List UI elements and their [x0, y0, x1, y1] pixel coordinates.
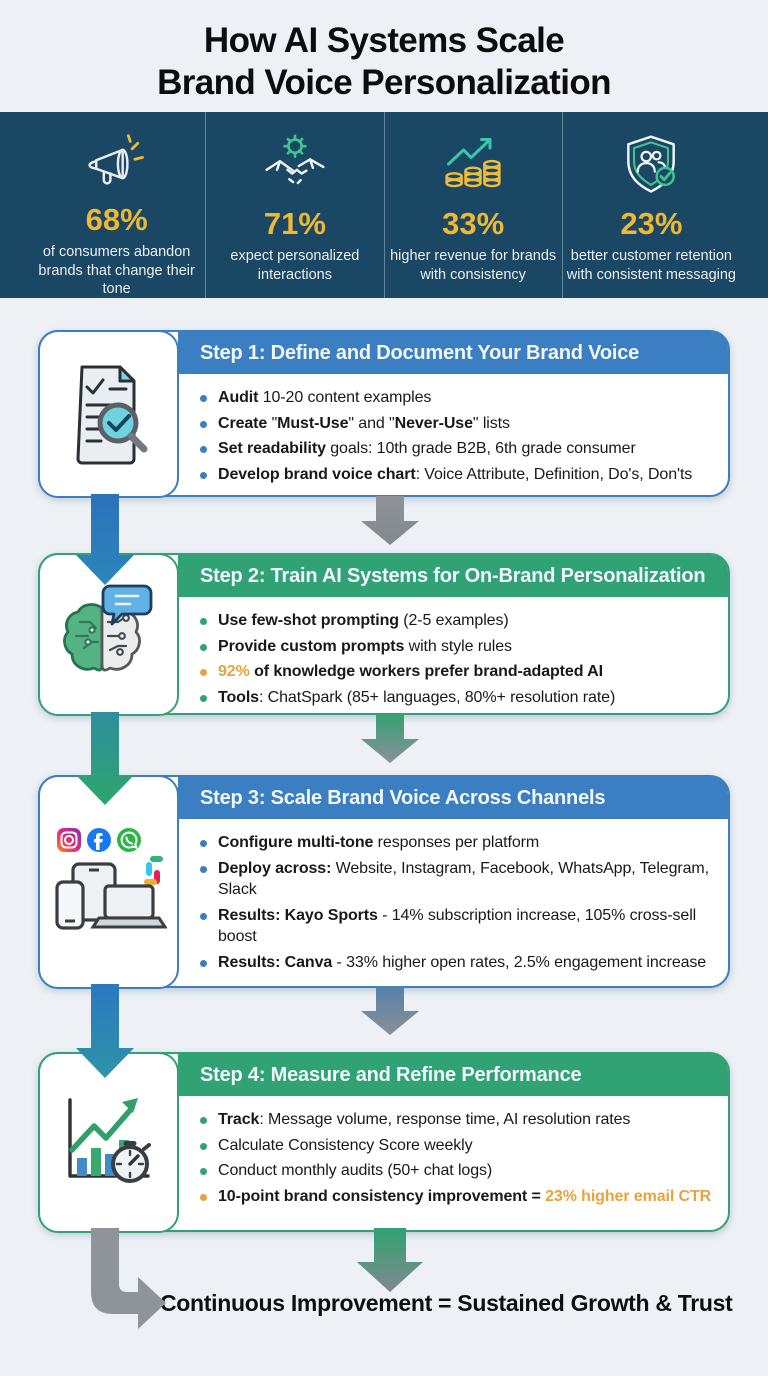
footer-conclusion: Continuous Improvement = Sustained Growt… — [160, 1290, 733, 1316]
document-audit-icon — [76, 365, 148, 464]
stat-value: 33% — [442, 206, 505, 241]
bullet-item: Use few-shot prompting (2-5 examples) — [200, 610, 712, 632]
stat-consumers: 68% of consumers abandon brands that cha… — [28, 112, 205, 298]
step-4-title: Step 4: Measure and Refine Performance — [200, 1063, 582, 1086]
stat-retention: 23% better customer retention with consi… — [561, 112, 740, 298]
slack-icon — [144, 855, 163, 885]
phone-icon — [55, 879, 85, 930]
step-2-title: Step 2: Train AI Systems for On-Brand Pe… — [200, 564, 706, 587]
bullet-item: Conduct monthly audits (50+ chat logs) — [200, 1160, 712, 1182]
arrow-step3-to-step4-mid — [361, 986, 419, 1035]
bullet-item: Calculate Consistency Score weekly — [200, 1135, 712, 1157]
bullet-item: Track: Message volume, response time, AI… — [200, 1109, 712, 1131]
shield-retention-icon — [617, 130, 685, 202]
bullet-item: Results: Kayo Sports - 14% subscription … — [200, 905, 712, 948]
page-title: How AI Systems Scale Brand Voice Persona… — [0, 20, 768, 104]
stat-value: 68% — [85, 202, 148, 237]
step-2-body: Use few-shot prompting (2-5 examples) Pr… — [178, 597, 728, 720]
stat-label: better customer retention with consisten… — [566, 248, 736, 283]
arrow-step4-to-footer-elbow — [91, 1228, 166, 1329]
bullet-item: Audit 10-20 content examples — [200, 387, 712, 409]
stat-label: of consumers abandon brands that change … — [38, 244, 195, 297]
step-3-body: Configure multi-tone responses per platf… — [178, 819, 728, 985]
page-title-line2: Brand Voice Personalization — [157, 63, 611, 102]
step-1-title: Step 1: Define and Document Your Brand V… — [200, 341, 640, 364]
bullet-item: Provide custom prompts with style rules — [200, 636, 712, 658]
bullet-item: Create "Must-Use" and "Never-Use" lists — [200, 413, 712, 435]
step-3-icon-box — [37, 774, 179, 989]
page-title-line1: How AI Systems Scale — [203, 21, 565, 60]
arrow-step4-to-footer-mid — [357, 1228, 423, 1292]
facebook-icon — [87, 827, 111, 852]
bullet-item: Tools: ChatSpark (85+ languages, 80%+ re… — [200, 687, 712, 709]
step-card-4: Step 4: Measure and Refine Performance T… — [37, 1051, 730, 1233]
step-1-body: Audit 10-20 content examples Create "Mus… — [178, 374, 728, 497]
step-3-header: Step 3: Scale Brand Voice Across Channel… — [178, 777, 728, 819]
analytics-stopwatch-icon — [68, 1098, 151, 1183]
step-card-1: Step 1: Define and Document Your Brand V… — [37, 329, 730, 498]
stat-value: 23% — [620, 206, 683, 241]
step-4-header: Step 4: Measure and Refine Performance — [178, 1054, 728, 1096]
step-card-3: Step 3: Scale Brand Voice Across Channel… — [37, 774, 730, 989]
step-1-header: Step 1: Define and Document Your Brand V… — [178, 332, 728, 374]
ai-brain-icon — [63, 584, 153, 672]
step-1-icon-box — [37, 329, 179, 498]
stat-personalization: 71% expect personalized interactions — [205, 112, 383, 298]
bullet-item: 10-point brand consistency improvement =… — [200, 1186, 712, 1208]
step-card-2: Step 2: Train AI Systems for On-Brand Pe… — [37, 552, 730, 716]
step-4-icon-box — [37, 1051, 179, 1233]
channels-devices-icon — [55, 827, 167, 930]
arrow-step2-to-step3-mid — [361, 714, 419, 763]
bullet-item: Results: Canva - 33% higher open rates, … — [200, 952, 712, 974]
step-2-icon-box — [37, 552, 179, 716]
laptop-icon — [90, 883, 167, 928]
step-2-header: Step 2: Train AI Systems for On-Brand Pe… — [178, 555, 728, 597]
instagram-icon — [57, 827, 81, 852]
megaphone-icon — [83, 130, 151, 198]
arrow-step1-to-step2-mid — [361, 496, 419, 545]
revenue-growth-icon — [439, 130, 507, 202]
stat-revenue: 33% higher revenue for brands with consi… — [383, 112, 562, 298]
stat-label: higher revenue for brands with consisten… — [390, 248, 557, 283]
bullet-item: 92% of knowledge workers prefer brand-ad… — [200, 661, 712, 683]
bullet-item: Set readability goals: 10th grade B2B, 6… — [200, 438, 712, 460]
handshake-gear-icon — [261, 130, 329, 202]
bullet-item: Configure multi-tone responses per platf… — [200, 832, 712, 854]
whatsapp-icon — [117, 827, 141, 852]
stats-bar: 68% of consumers abandon brands that cha… — [0, 112, 768, 298]
bullet-item: Develop brand voice chart: Voice Attribu… — [200, 464, 712, 486]
stat-value: 71% — [263, 206, 326, 241]
step-3-title: Step 3: Scale Brand Voice Across Channel… — [200, 786, 606, 809]
step-4-body: Track: Message volume, response time, AI… — [178, 1096, 728, 1219]
stat-label: expect personalized interactions — [230, 248, 360, 283]
bullet-item: Deploy across: Website, Instagram, Faceb… — [200, 858, 712, 901]
